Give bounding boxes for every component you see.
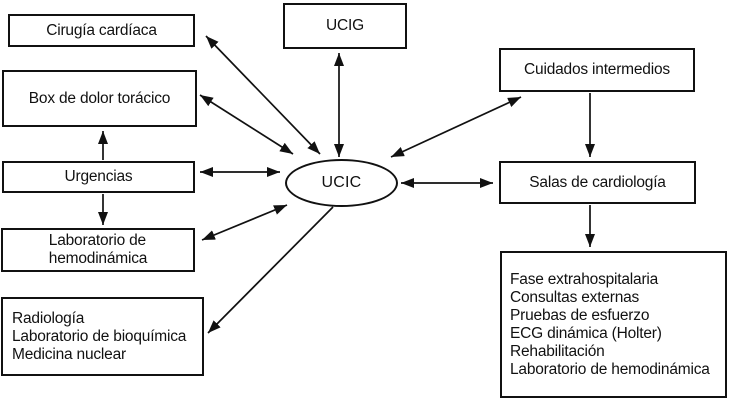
arrow-dolor-ucic bbox=[199, 94, 294, 155]
ellipse-ucic: UCIC bbox=[285, 159, 398, 207]
arrow-lab-ucic bbox=[201, 204, 288, 241]
arrow-cirugia-ucic bbox=[205, 35, 321, 155]
box-cirugia-cardiaca: Cirugía cardíaca bbox=[8, 14, 195, 47]
box-cuidados-intermedios: Cuidados intermedios bbox=[499, 48, 695, 92]
arrow-cuidados-ucic bbox=[390, 96, 522, 158]
box-salas-cardiologia: Salas de cardiología bbox=[499, 161, 696, 204]
box-laboratorio-hemodinamica: Laboratorio de hemodinámica bbox=[1, 228, 195, 272]
box-urgencias: Urgencias bbox=[2, 161, 195, 193]
box-dolor-toracico: Box de dolor torácico bbox=[2, 70, 197, 127]
arrow-ucic-radiologia bbox=[207, 206, 334, 334]
box-ucig: UCIG bbox=[283, 3, 407, 49]
box-radiologia-bioquimica-nuclear: Radiología Laboratorio de bioquímica Med… bbox=[1, 297, 204, 376]
box-fase-extrahospitalaria: Fase extrahospitalaria Consultas externa… bbox=[500, 251, 727, 398]
